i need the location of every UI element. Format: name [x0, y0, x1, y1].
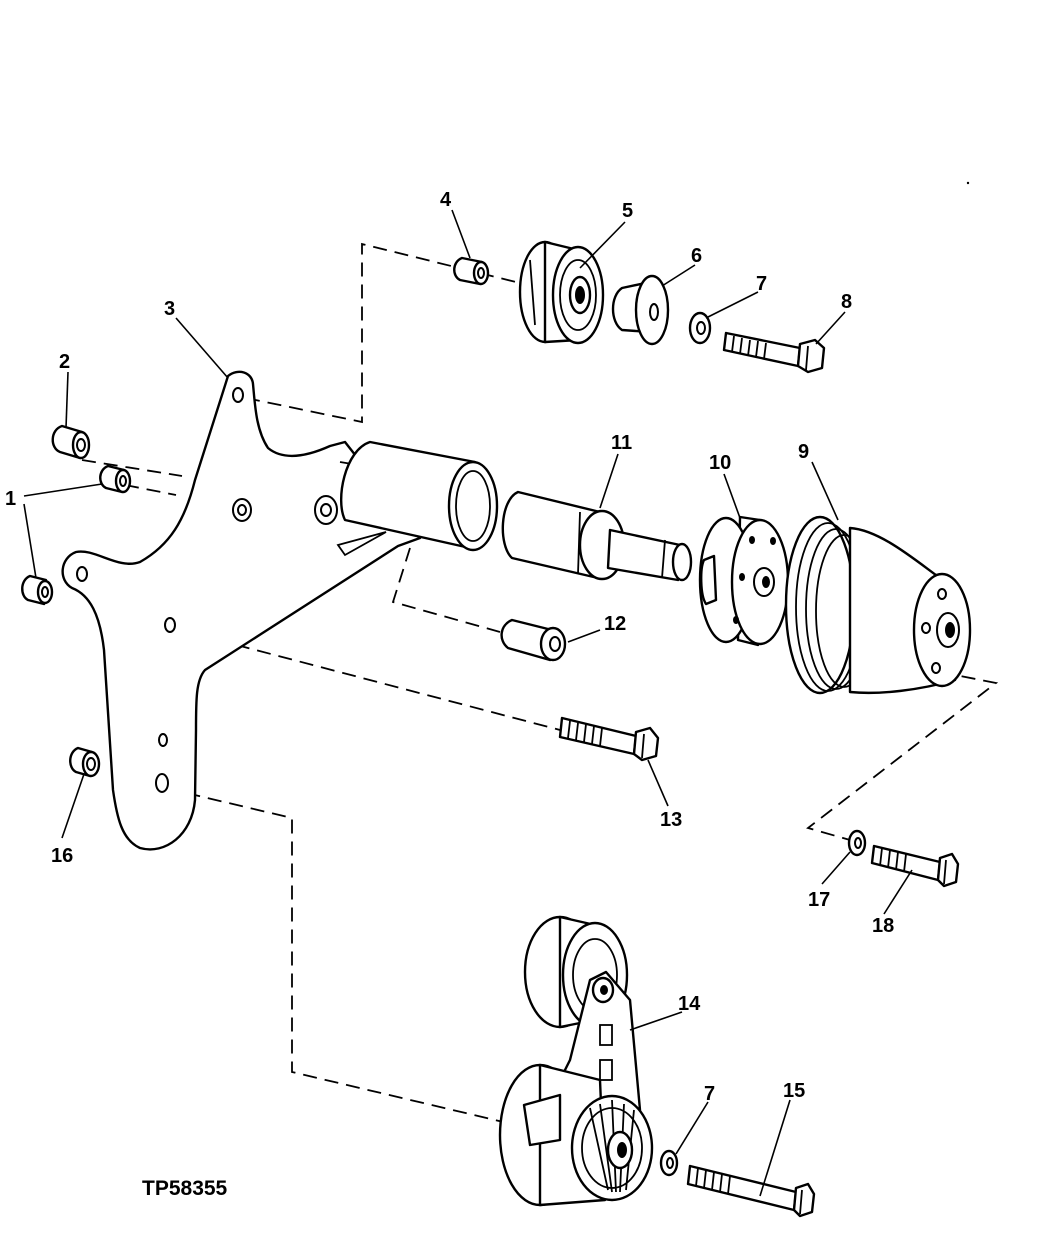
callout-9: 9: [798, 441, 809, 463]
callout-3: 3: [164, 298, 175, 320]
callout-7-lower: 7: [704, 1083, 715, 1105]
spacer-2: [51, 424, 91, 460]
shaft-11: [501, 490, 693, 582]
washer-7-upper: [688, 311, 712, 345]
callout-13: 13: [660, 809, 682, 831]
bolt-13: [558, 716, 660, 762]
callout-18: 18: [872, 915, 894, 937]
scan-speck: [966, 181, 970, 185]
figure-id: TP58355: [142, 1177, 228, 1200]
flanged-bushing-6: [611, 274, 670, 346]
callout-1: 1: [5, 488, 16, 510]
shaft-housing: [340, 440, 499, 552]
bolt-8: [722, 331, 826, 374]
callout-16: 16: [51, 845, 73, 867]
spacer-1-lower: [21, 574, 54, 606]
callout-17: 17: [808, 889, 830, 911]
bolt-18: [870, 844, 960, 888]
hub-10: [698, 515, 790, 647]
bolt-15: [686, 1164, 816, 1218]
belt-tensioner-14: [498, 915, 654, 1207]
idler-pulley-5: [518, 240, 605, 345]
bushing-4: [453, 256, 490, 286]
callout-8: 8: [841, 291, 852, 313]
bushing-12: [500, 618, 567, 662]
callout-11: 11: [611, 432, 632, 454]
callout-2: 2: [59, 351, 70, 373]
callout-15: 15: [783, 1080, 805, 1102]
callout-labels: 1 2 3 4 5 6 7 8 9 10 11 12 13 14 7 15 16…: [5, 189, 894, 1105]
spacer-1-upper: [99, 464, 132, 494]
callout-14: 14: [678, 993, 701, 1015]
callout-5: 5: [622, 200, 633, 222]
fan-pulley-9: [784, 515, 972, 695]
callout-7-upper: 7: [756, 273, 767, 295]
callout-10: 10: [709, 452, 731, 474]
callout-leaders: [23, 209, 913, 1197]
callout-12: 12: [604, 613, 626, 635]
callout-4: 4: [440, 189, 452, 211]
mounting-bracket: [61, 370, 422, 851]
callout-6: 6: [691, 245, 702, 267]
spacer-16: [69, 746, 101, 778]
washer-17: [847, 829, 867, 857]
washer-7-lower: [659, 1149, 679, 1177]
